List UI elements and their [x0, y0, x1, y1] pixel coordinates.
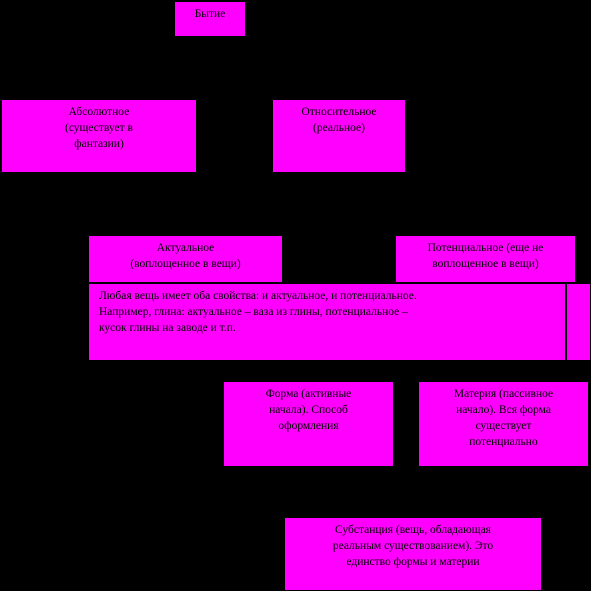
- absolute-box: Абсолютное (существует в фантазии): [1, 99, 197, 173]
- potential-box: Потенциальное (еще не воплощенное в вещи…: [395, 235, 576, 283]
- being-box: Бытие: [174, 1, 246, 37]
- substance-box: Субстанция (вещь, обладающая реальным су…: [284, 517, 542, 591]
- form-box: Форма (активные начала). Способ оформлен…: [223, 381, 394, 467]
- matter-box: Материя (пассивное начало). Вся форма су…: [418, 381, 589, 467]
- note-box: Любая вещь имеет оба свойства: и актуаль…: [88, 283, 566, 361]
- actual-box: Актуальное (воплощенное в вещи): [88, 235, 283, 283]
- relative-box: Относительное (реальное): [272, 99, 406, 173]
- note-side-box: [566, 283, 591, 361]
